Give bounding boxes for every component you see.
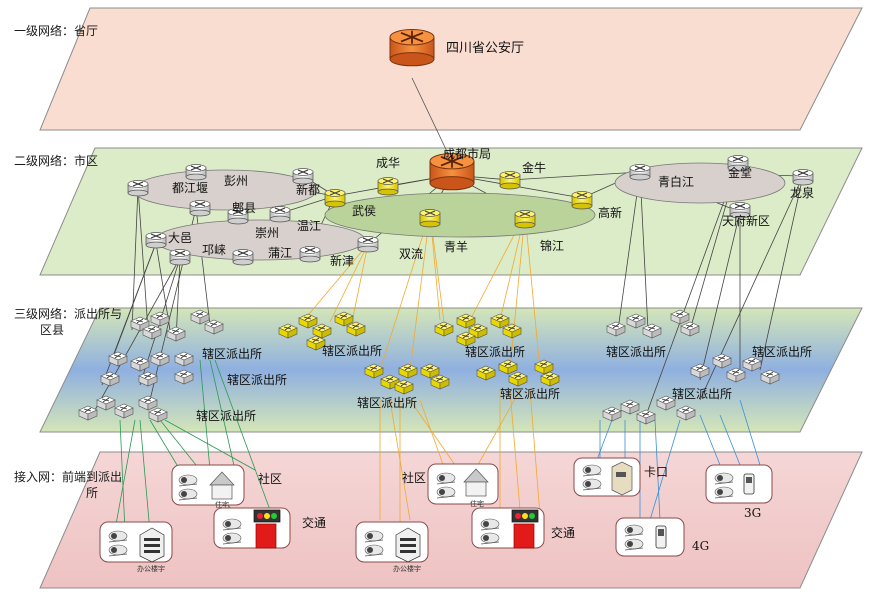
province-router[interactable] bbox=[389, 28, 435, 67]
label-shuangliu: 双流 bbox=[399, 247, 423, 261]
3g-label: 3G bbox=[744, 506, 761, 520]
traffic-label-left: 交通 bbox=[302, 515, 326, 530]
label-gaoxin: 高新 bbox=[598, 205, 622, 220]
access-office-center[interactable] bbox=[355, 521, 429, 563]
access-3g[interactable] bbox=[705, 464, 773, 504]
access-traffic-center[interactable] bbox=[471, 507, 545, 549]
label-dujiangyan: 都江堰 bbox=[172, 181, 208, 195]
station-label: 辖区派出所 bbox=[227, 372, 287, 387]
router-gaoxin[interactable] bbox=[571, 190, 593, 210]
station-label: 辖区派出所 bbox=[322, 343, 382, 358]
label-wuhou: 武侯 bbox=[352, 204, 376, 218]
router-pengzhou[interactable] bbox=[185, 163, 207, 181]
label-qionglai: 邛崃 bbox=[202, 243, 226, 257]
router-dayi[interactable] bbox=[145, 231, 167, 249]
access-checkpoint[interactable] bbox=[573, 457, 641, 497]
router-jinjiang[interactable] bbox=[514, 209, 536, 229]
label-jinjiang: 锦江 bbox=[540, 239, 564, 253]
traffic-label-center: 交通 bbox=[551, 525, 575, 540]
station-label: 辖区派出所 bbox=[606, 344, 666, 359]
housing-label: 住宅 bbox=[470, 499, 484, 508]
router-shuangliu[interactable] bbox=[357, 235, 379, 253]
router-dujiangyan[interactable] bbox=[127, 179, 149, 197]
layer-3-stations: 三级网络：派出所与 区县 bbox=[14, 306, 863, 433]
layer-3-label-2: 区县 bbox=[40, 323, 64, 337]
access-4g[interactable] bbox=[615, 517, 685, 557]
station-label: 辖区派出所 bbox=[500, 386, 560, 401]
router-wuhou[interactable] bbox=[324, 188, 346, 208]
label-longquan: 龙泉 bbox=[790, 186, 814, 200]
label-chongzhou: 崇州 bbox=[255, 226, 279, 240]
router-qingyang[interactable] bbox=[419, 208, 441, 228]
layer-2-label: 二级网络：市区 bbox=[14, 153, 98, 168]
router-xinjin[interactable] bbox=[299, 245, 321, 263]
label-qingbaijiang: 青白江 bbox=[658, 174, 694, 189]
access-office-left[interactable] bbox=[99, 521, 173, 563]
label-jinniu: 金牛 bbox=[522, 160, 546, 175]
label-qingyang: 青羊 bbox=[444, 239, 468, 254]
office-label-left: 办公楼宇 bbox=[137, 564, 165, 573]
label-pujiang: 蒲江 bbox=[268, 246, 292, 260]
station-label: 辖区派出所 bbox=[752, 344, 812, 359]
station-label: 辖区派出所 bbox=[672, 386, 732, 401]
station-label: 辖区派出所 bbox=[202, 346, 262, 361]
layer-4-label: 接入网：前端到派出 bbox=[14, 469, 122, 484]
access-community-center[interactable]: 住宅 bbox=[427, 463, 499, 508]
router-longquan[interactable] bbox=[792, 168, 814, 186]
router-pujiang[interactable] bbox=[232, 248, 254, 266]
office-label-center: 办公楼宇 bbox=[393, 564, 421, 573]
label-jintang: 金堂 bbox=[728, 165, 752, 180]
city-zones bbox=[132, 162, 786, 261]
community-label-left: 社区 bbox=[258, 471, 282, 486]
layer-4-label-2: 所 bbox=[86, 486, 98, 500]
router-pixian[interactable] bbox=[189, 199, 211, 217]
label-wenjiang: 温江 bbox=[297, 219, 321, 233]
community-label-center: 社区 bbox=[402, 470, 426, 485]
access-traffic-left[interactable] bbox=[213, 507, 291, 549]
router-xindu[interactable] bbox=[292, 167, 314, 185]
router-qionglai[interactable] bbox=[169, 248, 191, 266]
layer-3-label: 三级网络：派出所与 bbox=[14, 306, 122, 321]
label-xinjin: 新津 bbox=[330, 253, 354, 268]
label-dayi: 大邑 bbox=[168, 231, 192, 245]
layer-1-label: 一级网络：省厅 bbox=[14, 23, 98, 38]
label-pixian: 郫县 bbox=[232, 200, 256, 215]
4g-label: 4G bbox=[692, 539, 709, 553]
router-jinniu[interactable] bbox=[499, 170, 521, 190]
router-qingbaijiang[interactable] bbox=[629, 163, 651, 181]
label-pengzhou: 彭州 bbox=[224, 174, 248, 188]
city-hub-label: 成都市局 bbox=[443, 146, 491, 161]
station-label: 辖区派出所 bbox=[196, 408, 256, 423]
province-label: 四川省公安厅 bbox=[446, 41, 524, 56]
checkpoint-label: 卡口 bbox=[644, 465, 668, 479]
label-chenghua: 成华 bbox=[376, 156, 400, 170]
router-chenghua[interactable] bbox=[377, 176, 399, 196]
station-label: 辖区派出所 bbox=[357, 395, 417, 410]
station-label: 辖区派出所 bbox=[465, 344, 525, 359]
label-tianfu: 天府新区 bbox=[722, 213, 770, 228]
layer-1-province: 一级网络：省厅 bbox=[14, 7, 863, 131]
access-community-left[interactable]: 住宅 bbox=[171, 464, 245, 509]
router-wenjiang[interactable] bbox=[269, 205, 291, 223]
label-xindu: 新都 bbox=[296, 182, 320, 197]
housing-label: 住宅 bbox=[215, 500, 229, 509]
